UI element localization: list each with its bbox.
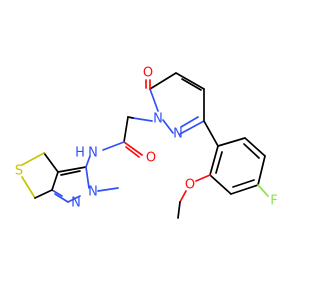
atom-label-f: F (270, 194, 277, 209)
bond (60, 170, 81, 176)
bond (180, 116, 199, 128)
atom-label-n-amide: N (88, 146, 98, 161)
bond (232, 179, 255, 188)
bond (149, 72, 177, 90)
bond (175, 72, 205, 90)
bond (34, 189, 53, 199)
atom-label-o-ketone: O (143, 66, 153, 81)
bond (125, 146, 140, 158)
atom-label-n-ring2: N (173, 127, 183, 142)
bond (67, 195, 81, 203)
bond (203, 120, 219, 147)
atom-label-n-ring1: N (153, 112, 163, 127)
bond (209, 145, 219, 176)
bond (123, 141, 143, 156)
bond (243, 143, 260, 159)
bond (132, 117, 153, 122)
bond (21, 176, 36, 199)
bond (149, 88, 159, 112)
bond (179, 190, 187, 203)
bond (257, 155, 266, 186)
bond (209, 174, 232, 195)
bond (54, 193, 69, 203)
bond (177, 201, 181, 219)
bond (162, 119, 174, 134)
bond (195, 174, 211, 182)
bond (230, 184, 259, 195)
atom-label-n-pyrazole1: N (71, 196, 81, 211)
bond (57, 166, 87, 173)
molecule-diagram: O N N O H N N N S F O (15, 66, 278, 219)
atom-label-h-amide: H (75, 146, 85, 161)
bond (85, 166, 90, 189)
bond (257, 184, 269, 197)
bond (51, 189, 63, 197)
bond (51, 171, 59, 191)
bond (43, 152, 59, 173)
bond (217, 137, 246, 147)
atom-label-o-methoxy: O (185, 178, 195, 193)
bond (102, 141, 125, 151)
bond (244, 137, 266, 157)
bond (97, 187, 119, 192)
bond (181, 78, 202, 91)
structure-svg: O N N O H N N N S F O (15, 66, 278, 219)
bond (21, 152, 45, 166)
bond (123, 116, 129, 143)
atom-label-n-pyrazole2: N (88, 185, 98, 200)
bond (179, 120, 205, 135)
bond (215, 151, 223, 174)
atom-label-o-amide: O (146, 151, 156, 166)
bond (85, 155, 91, 168)
atom-label-s-thio: S (15, 164, 23, 179)
